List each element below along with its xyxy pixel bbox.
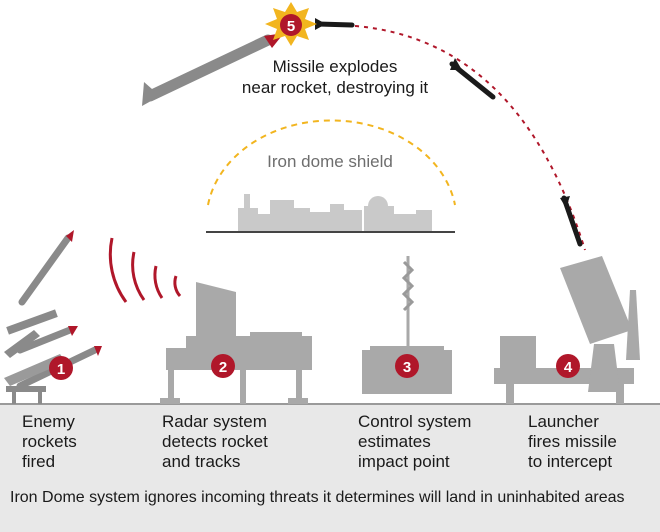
step-5-number: 5	[287, 18, 295, 35]
radar-system-icon	[160, 282, 312, 404]
step-1-line-3: fired	[22, 452, 56, 471]
step-4-line-2: fires missile	[528, 432, 617, 451]
step-2-line-3: and tracks	[162, 452, 241, 471]
step-3-line-2: estimates	[358, 432, 431, 451]
step-1-line-1: Enemy	[22, 412, 75, 431]
step-3-number: 3	[403, 359, 411, 376]
step-1-line-2: rockets	[22, 432, 77, 451]
top-caption-line-1: Missile explodes	[272, 57, 398, 76]
step-3-label: Control system estimates impact point	[358, 412, 471, 472]
step-5-badge	[280, 14, 302, 36]
shield-label: Iron dome shield	[267, 152, 393, 171]
step-3-badge	[395, 354, 419, 378]
footnote: Iron Dome system ignores incoming threat…	[10, 489, 625, 506]
top-caption: Missile explodes near rocket, destroying…	[230, 56, 440, 98]
step-2-line-1: Radar system	[162, 412, 267, 431]
interceptor-missile-icon	[560, 195, 583, 247]
step-4-line-1: Launcher	[528, 412, 599, 431]
step-2-label: Radar system detects rocket and tracks	[162, 412, 268, 472]
ground-band	[0, 404, 660, 532]
step-1-number: 1	[57, 361, 65, 378]
interceptor-missile-icon	[315, 18, 355, 30]
step-4-label: Launcher fires missile to intercept	[528, 412, 617, 472]
step-2-line-2: detects rocket	[162, 432, 268, 451]
interceptor-missile-icon	[449, 58, 496, 100]
step-3-line-1: Control system	[358, 412, 472, 431]
step-2-number: 2	[219, 359, 227, 376]
step-3-line-3: impact point	[358, 452, 450, 471]
step-2-badge	[211, 354, 235, 378]
step-4-line-3: to intercept	[528, 452, 613, 471]
radar-waves-icon	[108, 237, 182, 303]
shield-arc	[207, 119, 456, 206]
launcher-icon	[494, 256, 640, 404]
city-skyline-icon	[238, 194, 432, 232]
rocket-launcher-icon	[4, 230, 102, 404]
top-caption-line-2: near rocket, destroying it	[241, 78, 429, 97]
step-1-badge	[49, 356, 73, 380]
step-4-number: 4	[564, 359, 573, 376]
interceptor-trajectory	[354, 25, 586, 251]
step-1-label: Enemy rockets fired	[22, 412, 77, 472]
step-4-badge	[556, 354, 580, 378]
